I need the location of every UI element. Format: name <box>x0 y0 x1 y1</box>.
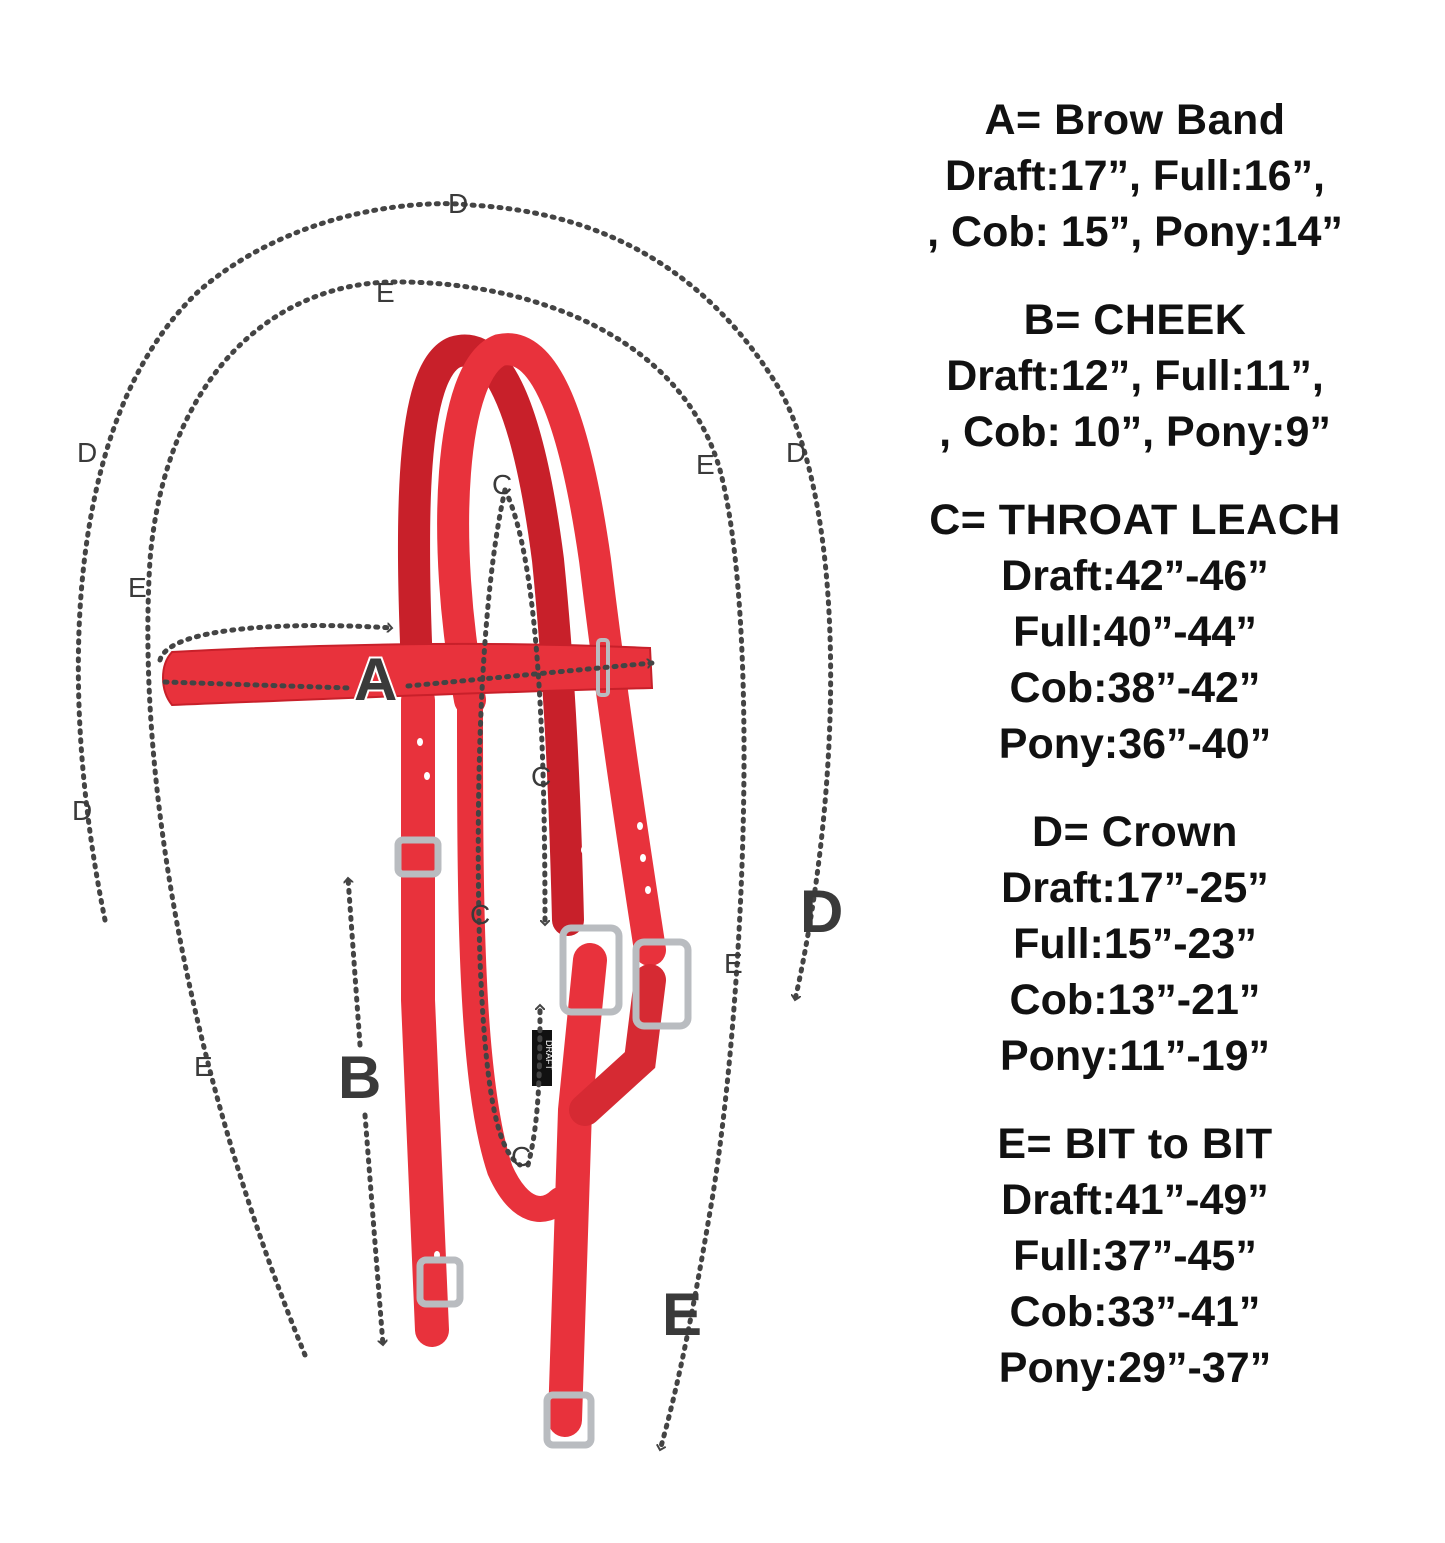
dim-line-d <box>75 201 834 1003</box>
spec-line: Pony:29”-37” <box>998 1344 1272 1392</box>
throat-latch <box>457 687 573 1222</box>
spec-line: Draft:41”-49” <box>1001 1176 1269 1224</box>
spec-line: Pony:36”-40” <box>998 720 1272 768</box>
dim-line-a-upper <box>157 626 395 663</box>
brow-band <box>162 642 654 707</box>
buckles <box>394 836 692 1449</box>
spec-block-b: B= CHEEK Draft:12”, Full:11”, , Cob: 10”… <box>900 292 1370 460</box>
spec-panel: A= Brow Band Draft:17”, Full:16”, , Cob:… <box>900 92 1370 1428</box>
left-bit-buckle <box>416 1256 464 1308</box>
label-d-left-lower: D <box>72 795 92 826</box>
label-c-right: C <box>531 761 551 792</box>
spec-line: Draft:17”, Full:16”, <box>945 152 1325 200</box>
spec-title-e: E= BIT to BIT <box>997 1120 1273 1168</box>
dim-line-b-up <box>348 875 363 1048</box>
spec-line: Draft:17”-25” <box>1001 864 1269 912</box>
label-c-bottom: C <box>511 1141 531 1172</box>
label-e-top: E <box>376 277 395 308</box>
label-a-big: A <box>354 646 397 713</box>
spec-title-b: B= CHEEK <box>1023 296 1247 344</box>
dimension-letters: D D D D E E E E E C C C C A B D E <box>72 188 843 1348</box>
right-cheek-keeper <box>569 964 666 1126</box>
bridle: DRAFT <box>162 333 692 1449</box>
label-e-left-upper: E <box>128 572 147 603</box>
right-cheek-strap <box>548 943 607 1437</box>
right-buckle-2 <box>632 938 692 1030</box>
strap-holes <box>417 738 651 1259</box>
spec-block-c: C= THROAT LEACH Draft:42”-46” Full:40”-4… <box>900 492 1370 772</box>
spec-line: Cob:13”-21” <box>1009 976 1261 1024</box>
spec-line: , Cob: 10”, Pony:9” <box>939 408 1331 456</box>
dim-line-a-lower <box>162 679 353 691</box>
label-d-right: D <box>786 437 806 468</box>
dim-line-c <box>475 487 523 1168</box>
spec-line: Cob:33”-41” <box>1009 1288 1261 1336</box>
label-e-right-lower: E <box>724 948 743 979</box>
label-e-left-lower: E <box>194 1051 213 1082</box>
label-e-big: E <box>662 1281 702 1348</box>
spec-title-d: D= Crown <box>1032 808 1238 856</box>
spec-title-c: C= THROAT LEACH <box>929 496 1341 544</box>
label-d-top: D <box>448 188 468 219</box>
spec-line: Full:40”-44” <box>1013 608 1257 656</box>
spec-line: Draft:12”, Full:11”, <box>946 352 1324 400</box>
dim-line-b-down <box>362 1112 383 1348</box>
label-e-right-upper: E <box>696 449 715 480</box>
size-tag-text: DRAFT <box>544 1040 554 1070</box>
label-d-big: D <box>800 878 843 945</box>
dim-line-c-right <box>502 487 545 928</box>
spec-block-d: D= Crown Draft:17”-25” Full:15”-23” Cob:… <box>900 804 1370 1084</box>
dimension-lines <box>75 201 834 1453</box>
dim-line-c-up <box>525 1002 540 1168</box>
left-upper-buckle <box>394 836 442 878</box>
spec-line: Pony:11”-19” <box>999 1032 1271 1080</box>
spec-title-a: A= Brow Band <box>984 96 1286 144</box>
right-bit-buckle <box>543 1391 595 1449</box>
dim-line-e <box>145 279 747 1453</box>
label-d-left-upper: D <box>77 437 97 468</box>
spec-block-e: E= BIT to BIT Draft:41”-49” Full:37”-45”… <box>900 1116 1370 1396</box>
left-cheek-strap <box>401 683 449 1347</box>
spec-line: Full:37”-45” <box>1013 1232 1257 1280</box>
right-buckle-1 <box>559 924 623 1016</box>
crown-strap-front <box>437 333 666 966</box>
spec-line: Full:15”-23” <box>1013 920 1257 968</box>
size-tag: DRAFT <box>532 1030 554 1086</box>
spec-line: Draft:42”-46” <box>1001 552 1269 600</box>
label-c-top: C <box>492 469 512 500</box>
spec-block-a: A= Brow Band Draft:17”, Full:16”, , Cob:… <box>900 92 1370 260</box>
label-c-left: C <box>470 899 490 930</box>
crown-strap-back <box>397 334 584 936</box>
spec-line: , Cob: 15”, Pony:14” <box>927 208 1343 256</box>
label-b-big: B <box>338 1044 381 1111</box>
spec-line: Cob:38”-42” <box>1009 664 1261 712</box>
